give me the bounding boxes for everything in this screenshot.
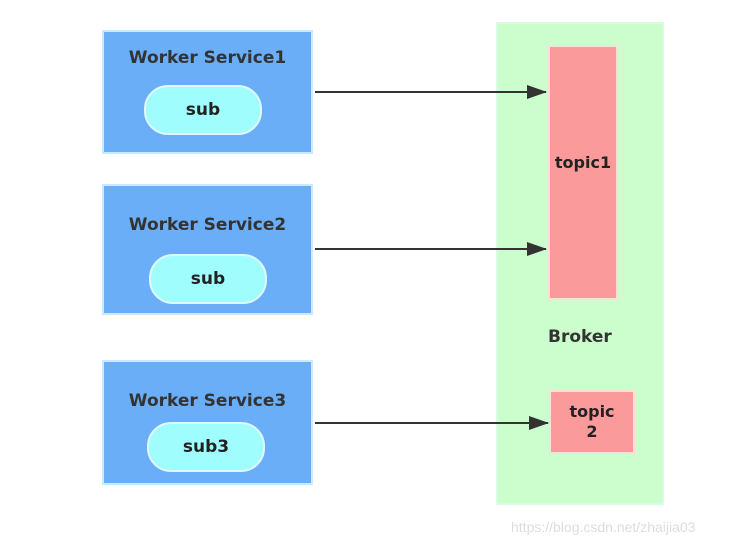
worker-service-1-sub: sub xyxy=(144,85,262,135)
worker-service-2-title: Worker Service2 xyxy=(128,215,287,235)
worker-service-3: Worker Service3 sub3 xyxy=(102,360,313,485)
worker-service-1: Worker Service1 sub xyxy=(102,30,313,154)
worker-service-2-sub: sub xyxy=(149,254,267,304)
worker-service-1-title: Worker Service1 xyxy=(128,48,287,68)
topic-1: topic1 xyxy=(548,45,618,300)
worker-service-3-title: Worker Service3 xyxy=(128,391,287,411)
topic-2-label-line2: 2 xyxy=(586,422,598,441)
topic-2: topic 2 xyxy=(549,390,635,454)
worker-service-3-sub: sub3 xyxy=(147,422,265,472)
topic-1-label: topic1 xyxy=(554,153,612,172)
watermark-text: https://blog.csdn.net/zhaijia03 xyxy=(511,519,696,535)
worker-service-2: Worker Service2 sub xyxy=(102,184,313,315)
topic-2-label-line1: topic xyxy=(569,402,615,421)
broker-label: Broker xyxy=(548,327,612,347)
